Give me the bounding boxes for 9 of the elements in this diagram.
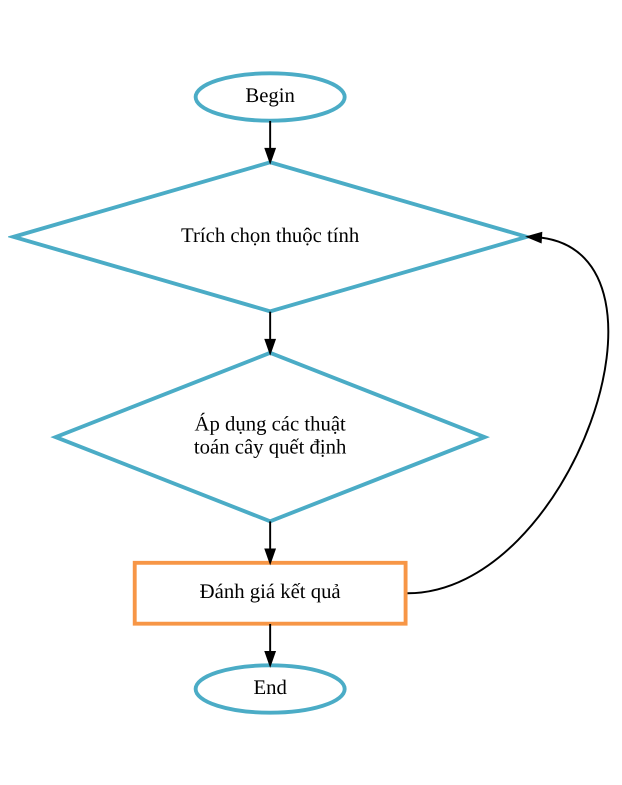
node-ellipse: Begin: [194, 70, 347, 122]
node-ellipse: End: [194, 662, 347, 714]
arrow: [407, 231, 610, 594]
arrow: [264, 311, 276, 356]
arrow: [264, 120, 276, 164]
arrow: [264, 624, 276, 668]
node-diamond: Áp dụng các thuật toán cây quết định: [50, 350, 490, 523]
arrow: [264, 520, 276, 565]
node-box: Đánh giá kết quả: [132, 560, 408, 626]
